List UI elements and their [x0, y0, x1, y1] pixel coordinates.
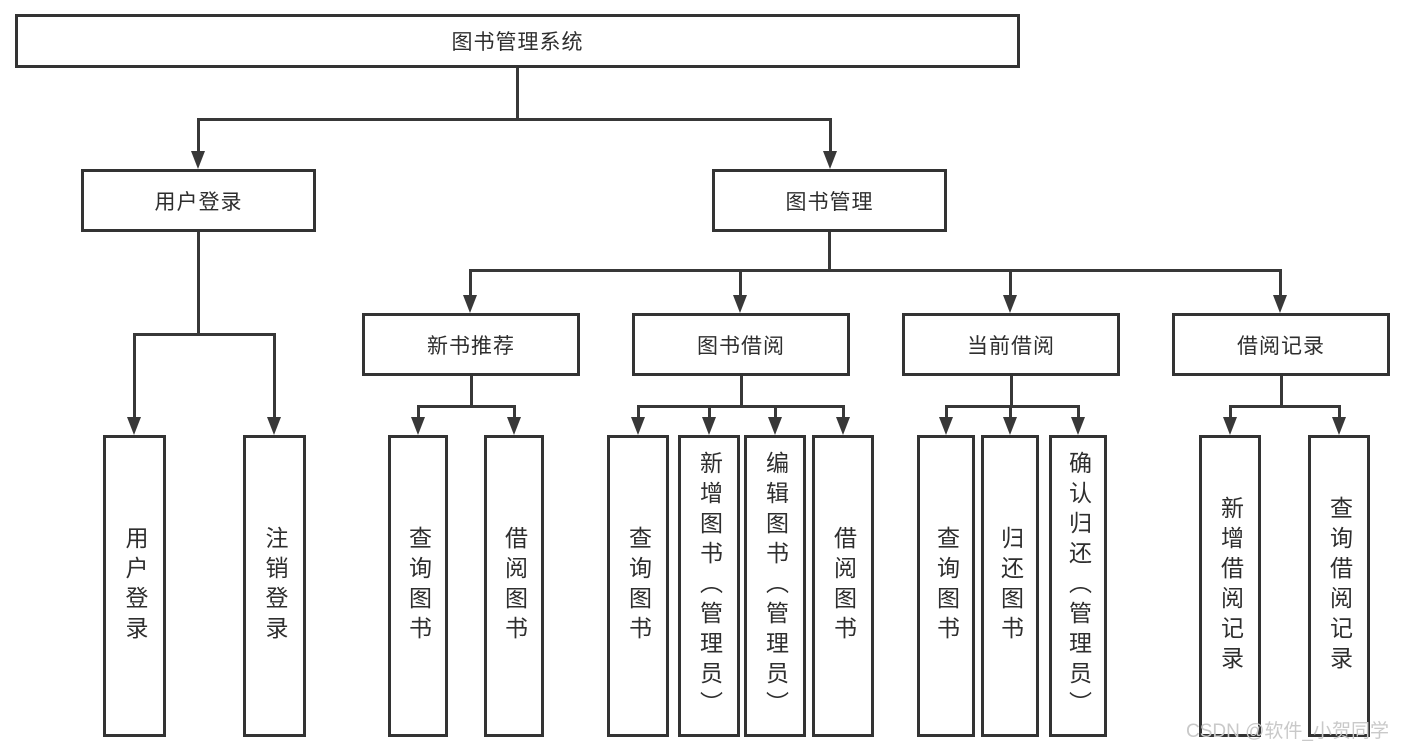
node-borrow-records-label: 借阅记录	[1237, 334, 1325, 358]
connector-arrowhead	[939, 417, 953, 435]
connector-arrowhead	[1003, 295, 1017, 313]
connector-arrowhead	[507, 417, 521, 435]
connector-newbook-stem	[470, 376, 473, 408]
connector-arrowhead	[191, 151, 205, 169]
node-book-borrow: 图书借阅	[632, 313, 850, 376]
connector-drop	[774, 405, 777, 419]
leaf-return-book: 归还图书	[981, 435, 1039, 737]
node-book-management-label: 图书管理	[785, 190, 874, 214]
node-user-login-label: 用户登录	[154, 190, 243, 214]
node-borrow-records: 借阅记录	[1172, 313, 1390, 376]
connector-bookmgmt-stem	[828, 232, 831, 272]
leaf-recommend-query-books: 查询图书	[388, 435, 448, 737]
connector-drop	[739, 269, 742, 298]
leaf-recommend-borrow-books: 借阅图书	[484, 435, 544, 737]
connector-userlogin-bus	[133, 333, 276, 336]
connector-arrowhead	[411, 417, 425, 435]
connector-bookborrow-bus	[637, 405, 845, 408]
leaf-logout: 注销登录	[243, 435, 306, 737]
connector-drop	[197, 118, 200, 154]
connector-arrowhead	[1003, 417, 1017, 435]
connector-drop	[469, 269, 472, 298]
node-root-label: 图书管理系统	[451, 31, 584, 54]
connector-arrowhead	[631, 417, 645, 435]
leaf-add-borrow-record: 新增借阅记录	[1199, 435, 1261, 737]
node-book-borrow-label: 图书借阅	[697, 334, 785, 358]
connector-arrowhead	[1223, 417, 1237, 435]
node-current-borrow-label: 当前借阅	[967, 334, 1055, 358]
leaf-edit-book-admin: 编辑图书（管理员）	[744, 435, 806, 737]
connector-drop	[1009, 405, 1012, 419]
connector-newbook-bus	[417, 405, 516, 408]
connector-records-bus	[1229, 405, 1341, 408]
node-root: 图书管理系统	[15, 14, 1020, 68]
connector-userlogin-stem	[197, 232, 200, 336]
leaf-borrow-query-books: 查询图书	[607, 435, 669, 737]
connector-currentborrow-bus	[945, 405, 1080, 408]
connector-drop	[945, 405, 948, 419]
connector-arrowhead	[823, 151, 837, 169]
connector-currentborrow-stem	[1010, 376, 1013, 408]
leaf-borrow-books: 借阅图书	[812, 435, 874, 737]
connector-drop	[133, 333, 136, 419]
connector-drop	[1279, 269, 1282, 298]
connector-drop	[1229, 405, 1232, 419]
leaf-user-login: 用户登录	[103, 435, 166, 737]
connector-bookmgmt-bus	[469, 269, 1282, 272]
leaf-add-book-admin: 新增图书（管理员）	[678, 435, 740, 737]
connector-drop	[513, 405, 516, 419]
connector-drop	[273, 333, 276, 419]
connector-arrowhead	[1071, 417, 1085, 435]
node-new-book-recommend-label: 新书推荐	[427, 334, 515, 358]
connector-drop	[829, 118, 832, 154]
leaf-confirm-return-admin: 确认归还（管理员）	[1049, 435, 1107, 737]
connector-records-stem	[1280, 376, 1283, 408]
node-current-borrow: 当前借阅	[902, 313, 1120, 376]
connector-arrowhead	[768, 417, 782, 435]
watermark: CSDN @软件_小贺同学	[1186, 721, 1389, 742]
connector-root-bus	[197, 118, 832, 121]
connector-arrowhead	[702, 417, 716, 435]
connector-drop	[1077, 405, 1080, 419]
connector-root-stem	[516, 68, 519, 120]
node-user-login: 用户登录	[81, 169, 316, 232]
leaf-current-query-books: 查询图书	[917, 435, 975, 737]
connector-drop	[637, 405, 640, 419]
connector-arrowhead	[267, 417, 281, 435]
connector-arrowhead	[836, 417, 850, 435]
node-book-management: 图书管理	[712, 169, 947, 232]
connector-drop	[1338, 405, 1341, 419]
connector-drop	[708, 405, 711, 419]
leaf-query-borrow-record: 查询借阅记录	[1308, 435, 1370, 737]
connector-arrowhead	[733, 295, 747, 313]
node-new-book-recommend: 新书推荐	[362, 313, 580, 376]
connector-arrowhead	[127, 417, 141, 435]
connector-drop	[1009, 269, 1012, 298]
connector-arrowhead	[1332, 417, 1346, 435]
connector-drop	[842, 405, 845, 419]
connector-drop	[417, 405, 420, 419]
connector-arrowhead	[1273, 295, 1287, 313]
connector-bookborrow-stem	[740, 376, 743, 408]
connector-arrowhead	[463, 295, 477, 313]
